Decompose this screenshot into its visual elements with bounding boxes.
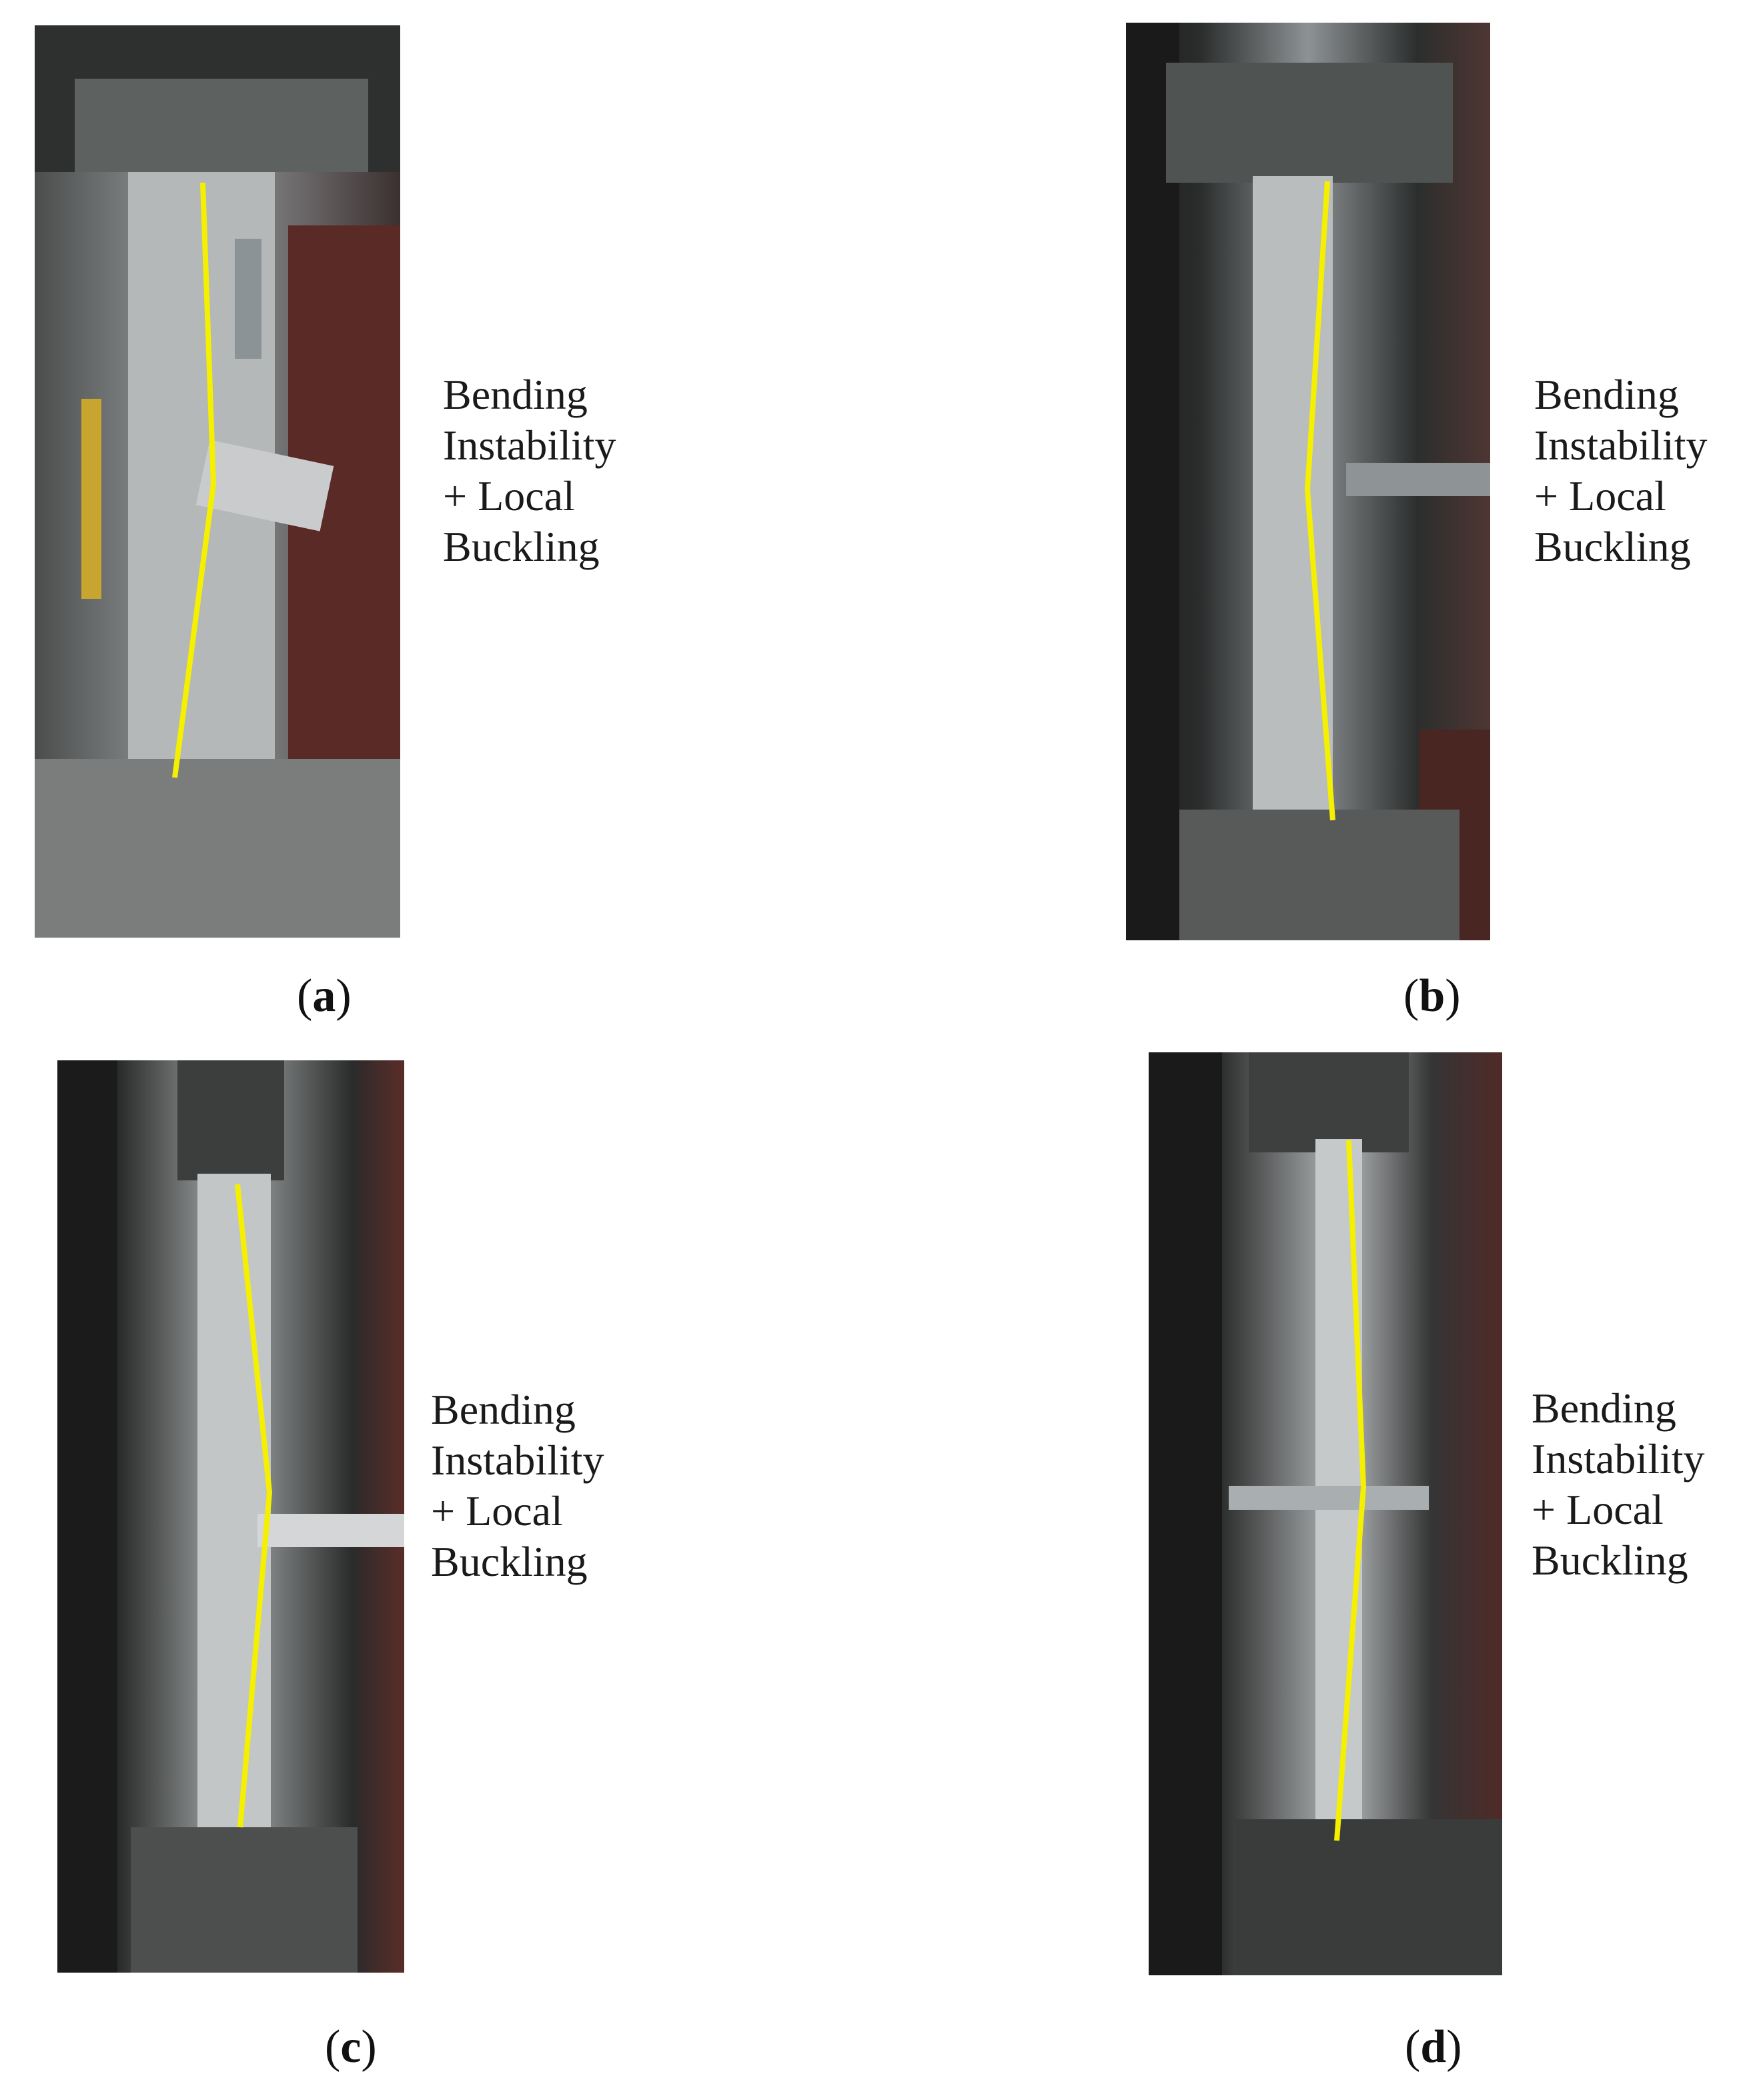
panel-label-b-letter: b bbox=[1419, 970, 1445, 1022]
deformation-line-b bbox=[1304, 181, 1335, 821]
deformation-line-c bbox=[235, 1184, 273, 1828]
annotation-d-line-3: + Local bbox=[1532, 1486, 1664, 1533]
panel-label-b-open: ( bbox=[1403, 970, 1419, 1022]
photo-panel-c bbox=[57, 1060, 404, 1973]
annotation-d-line-2: Instability bbox=[1532, 1435, 1705, 1482]
annotation-b-line-2: Instability bbox=[1534, 421, 1708, 469]
panel-label-b: (b) bbox=[1403, 970, 1461, 1023]
panel-label-a-letter: a bbox=[312, 970, 336, 1022]
panel-label-d: (d) bbox=[1405, 2021, 1462, 2074]
panel-label-a: (a) bbox=[297, 970, 352, 1023]
annotation-b-line-3: + Local bbox=[1534, 472, 1666, 519]
annotation-b-line-4: Buckling bbox=[1534, 523, 1691, 570]
panel-label-c-open: ( bbox=[325, 2021, 341, 2073]
panel-label-a-close: ) bbox=[336, 970, 352, 1022]
test-rig-illustration-d bbox=[1149, 1052, 1502, 1975]
panel-label-a-open: ( bbox=[297, 970, 313, 1022]
test-rig-illustration-c bbox=[57, 1060, 404, 1973]
photo-panel-b bbox=[1126, 23, 1490, 940]
annotation-a: Bending Instability + Local Buckling bbox=[443, 369, 616, 572]
annotation-a-line-3: + Local bbox=[443, 472, 575, 519]
annotation-a-line-2: Instability bbox=[443, 421, 616, 469]
panel-label-d-close: ) bbox=[1446, 2021, 1462, 2073]
photo-panel-a bbox=[35, 25, 400, 938]
panel-label-b-close: ) bbox=[1445, 970, 1461, 1022]
annotation-d-line-1: Bending bbox=[1532, 1384, 1676, 1432]
test-rig-illustration-a bbox=[35, 25, 400, 938]
photo-panel-d bbox=[1149, 1052, 1502, 1975]
annotation-d-line-4: Buckling bbox=[1532, 1536, 1688, 1584]
annotation-c-line-3: + Local bbox=[431, 1487, 563, 1534]
annotation-a-line-4: Buckling bbox=[443, 523, 600, 570]
annotation-b: Bending Instability + Local Buckling bbox=[1534, 369, 1708, 572]
panel-label-d-letter: d bbox=[1420, 2021, 1447, 2073]
deformation-line-d bbox=[1334, 1140, 1367, 1841]
panel-label-d-open: ( bbox=[1405, 2021, 1421, 2073]
panel-label-c-letter: c bbox=[340, 2021, 362, 2073]
annotation-c-line-1: Bending bbox=[431, 1386, 576, 1433]
annotation-c-line-2: Instability bbox=[431, 1436, 604, 1484]
annotation-c-line-4: Buckling bbox=[431, 1538, 588, 1585]
annotation-d: Bending Instability + Local Buckling bbox=[1532, 1383, 1705, 1586]
annotation-a-line-1: Bending bbox=[443, 371, 588, 418]
annotation-b-line-1: Bending bbox=[1534, 371, 1679, 418]
panel-label-c: (c) bbox=[325, 2021, 377, 2074]
deformation-line-a bbox=[172, 182, 217, 778]
annotation-c: Bending Instability + Local Buckling bbox=[431, 1384, 604, 1587]
panel-label-c-close: ) bbox=[361, 2021, 377, 2073]
